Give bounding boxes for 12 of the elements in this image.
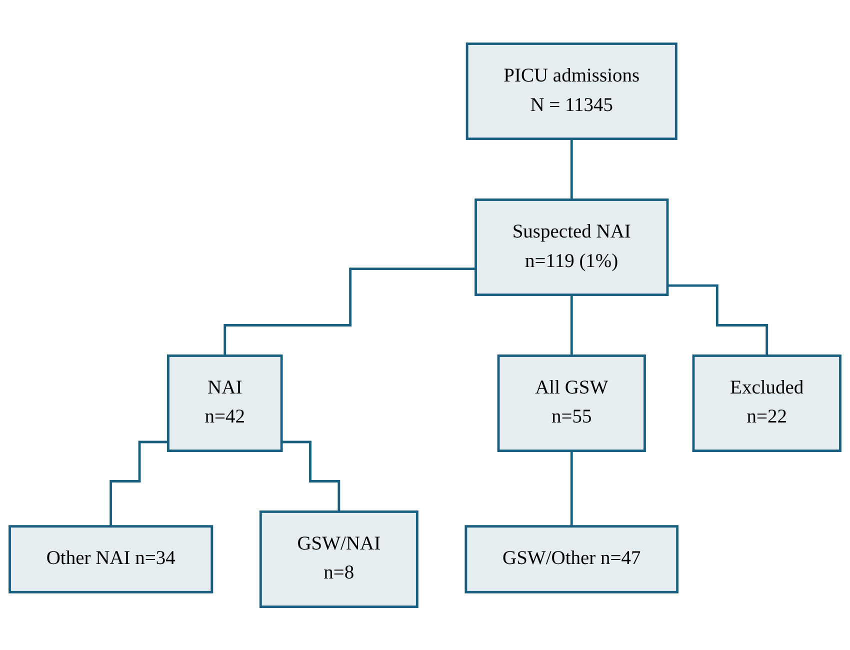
node-box: NAI n=42 — [166, 354, 283, 452]
connector — [282, 440, 340, 513]
node-box: Suspected NAI n=119 (1%) — [474, 198, 669, 296]
node-box: GSW/Other n=47 — [464, 524, 679, 594]
node-box: All GSW n=55 — [497, 354, 646, 452]
connector — [570, 293, 573, 357]
connector — [570, 137, 573, 201]
connector — [110, 440, 168, 528]
node-box: PICU admissions N = 11345 — [466, 42, 678, 140]
node-box: GSW/NAI n=8 — [259, 510, 418, 608]
node-box: Excluded n=22 — [692, 354, 842, 452]
node-box: Other NAI n=34 — [8, 524, 214, 594]
